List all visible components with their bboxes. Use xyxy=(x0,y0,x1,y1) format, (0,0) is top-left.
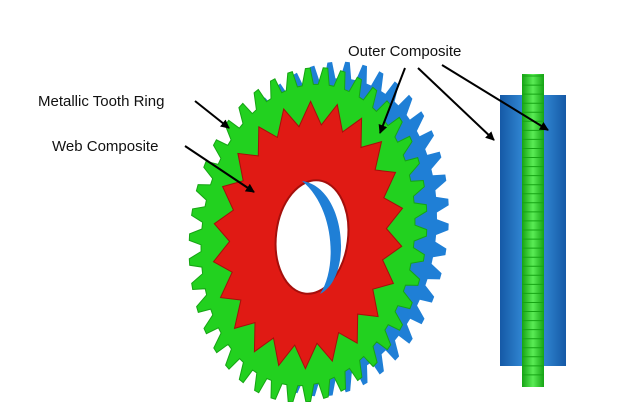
gear-side-view xyxy=(500,74,566,387)
arrow-outer-to-side-disc xyxy=(417,67,495,141)
gear-perspective-view xyxy=(188,61,449,402)
metallic-tooth-ring-label: Metallic Tooth Ring xyxy=(38,93,165,110)
arrow-outer-to-side-teeth xyxy=(441,64,549,131)
web-composite-label: Web Composite xyxy=(52,138,159,155)
side-tooth-strip xyxy=(522,74,544,387)
arrow-outer-to-gear xyxy=(378,67,406,134)
arrow-metallic-ring xyxy=(194,100,230,129)
outer-composite-label: Outer Composite xyxy=(348,43,462,60)
bore-inner-surface xyxy=(302,181,342,294)
annotation-arrows xyxy=(184,64,549,193)
arrow-web-composite xyxy=(184,145,255,193)
